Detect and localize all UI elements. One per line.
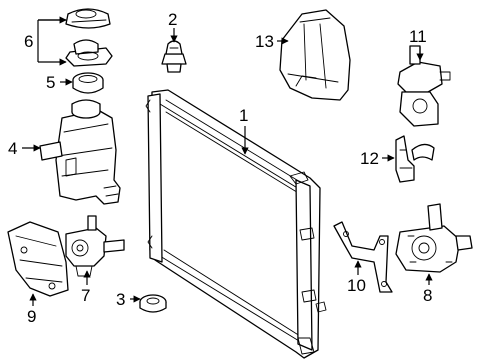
hose-fitting-part[interactable] bbox=[395, 135, 435, 183]
callout-13: 13 bbox=[255, 32, 274, 51]
callout-3: 3 bbox=[116, 290, 125, 309]
radiator-part[interactable] bbox=[145, 89, 327, 359]
callout-1: 1 bbox=[239, 106, 248, 125]
callout-10: 10 bbox=[347, 276, 366, 295]
grommet-part[interactable] bbox=[139, 294, 167, 313]
callout-12: 12 bbox=[360, 149, 379, 168]
callout-9: 9 bbox=[27, 307, 36, 326]
callout-11: 11 bbox=[409, 27, 427, 46]
callout-2: 2 bbox=[168, 10, 177, 29]
auxiliary-pump-part[interactable] bbox=[397, 45, 451, 127]
water-pump-left-part[interactable] bbox=[65, 215, 125, 277]
cap-assembly-lower-part[interactable] bbox=[65, 39, 113, 67]
leader-line-6 bbox=[37, 19, 66, 62]
air-deflector-part[interactable] bbox=[279, 9, 351, 101]
callout-7: 7 bbox=[81, 286, 90, 305]
reservoir-cap-part[interactable] bbox=[72, 72, 104, 94]
callout-6: 6 bbox=[24, 32, 33, 51]
cap-assembly-upper-part[interactable] bbox=[65, 8, 111, 29]
heat-shield-part[interactable] bbox=[7, 221, 69, 297]
callout-4: 4 bbox=[8, 139, 17, 158]
bleed-screw-part[interactable] bbox=[161, 40, 187, 73]
mounting-bracket-part[interactable] bbox=[333, 221, 393, 293]
callout-5: 5 bbox=[46, 73, 55, 92]
callout-8: 8 bbox=[423, 286, 432, 305]
water-pump-right-part[interactable] bbox=[395, 203, 473, 273]
coolant-reservoir-part[interactable] bbox=[39, 99, 121, 205]
